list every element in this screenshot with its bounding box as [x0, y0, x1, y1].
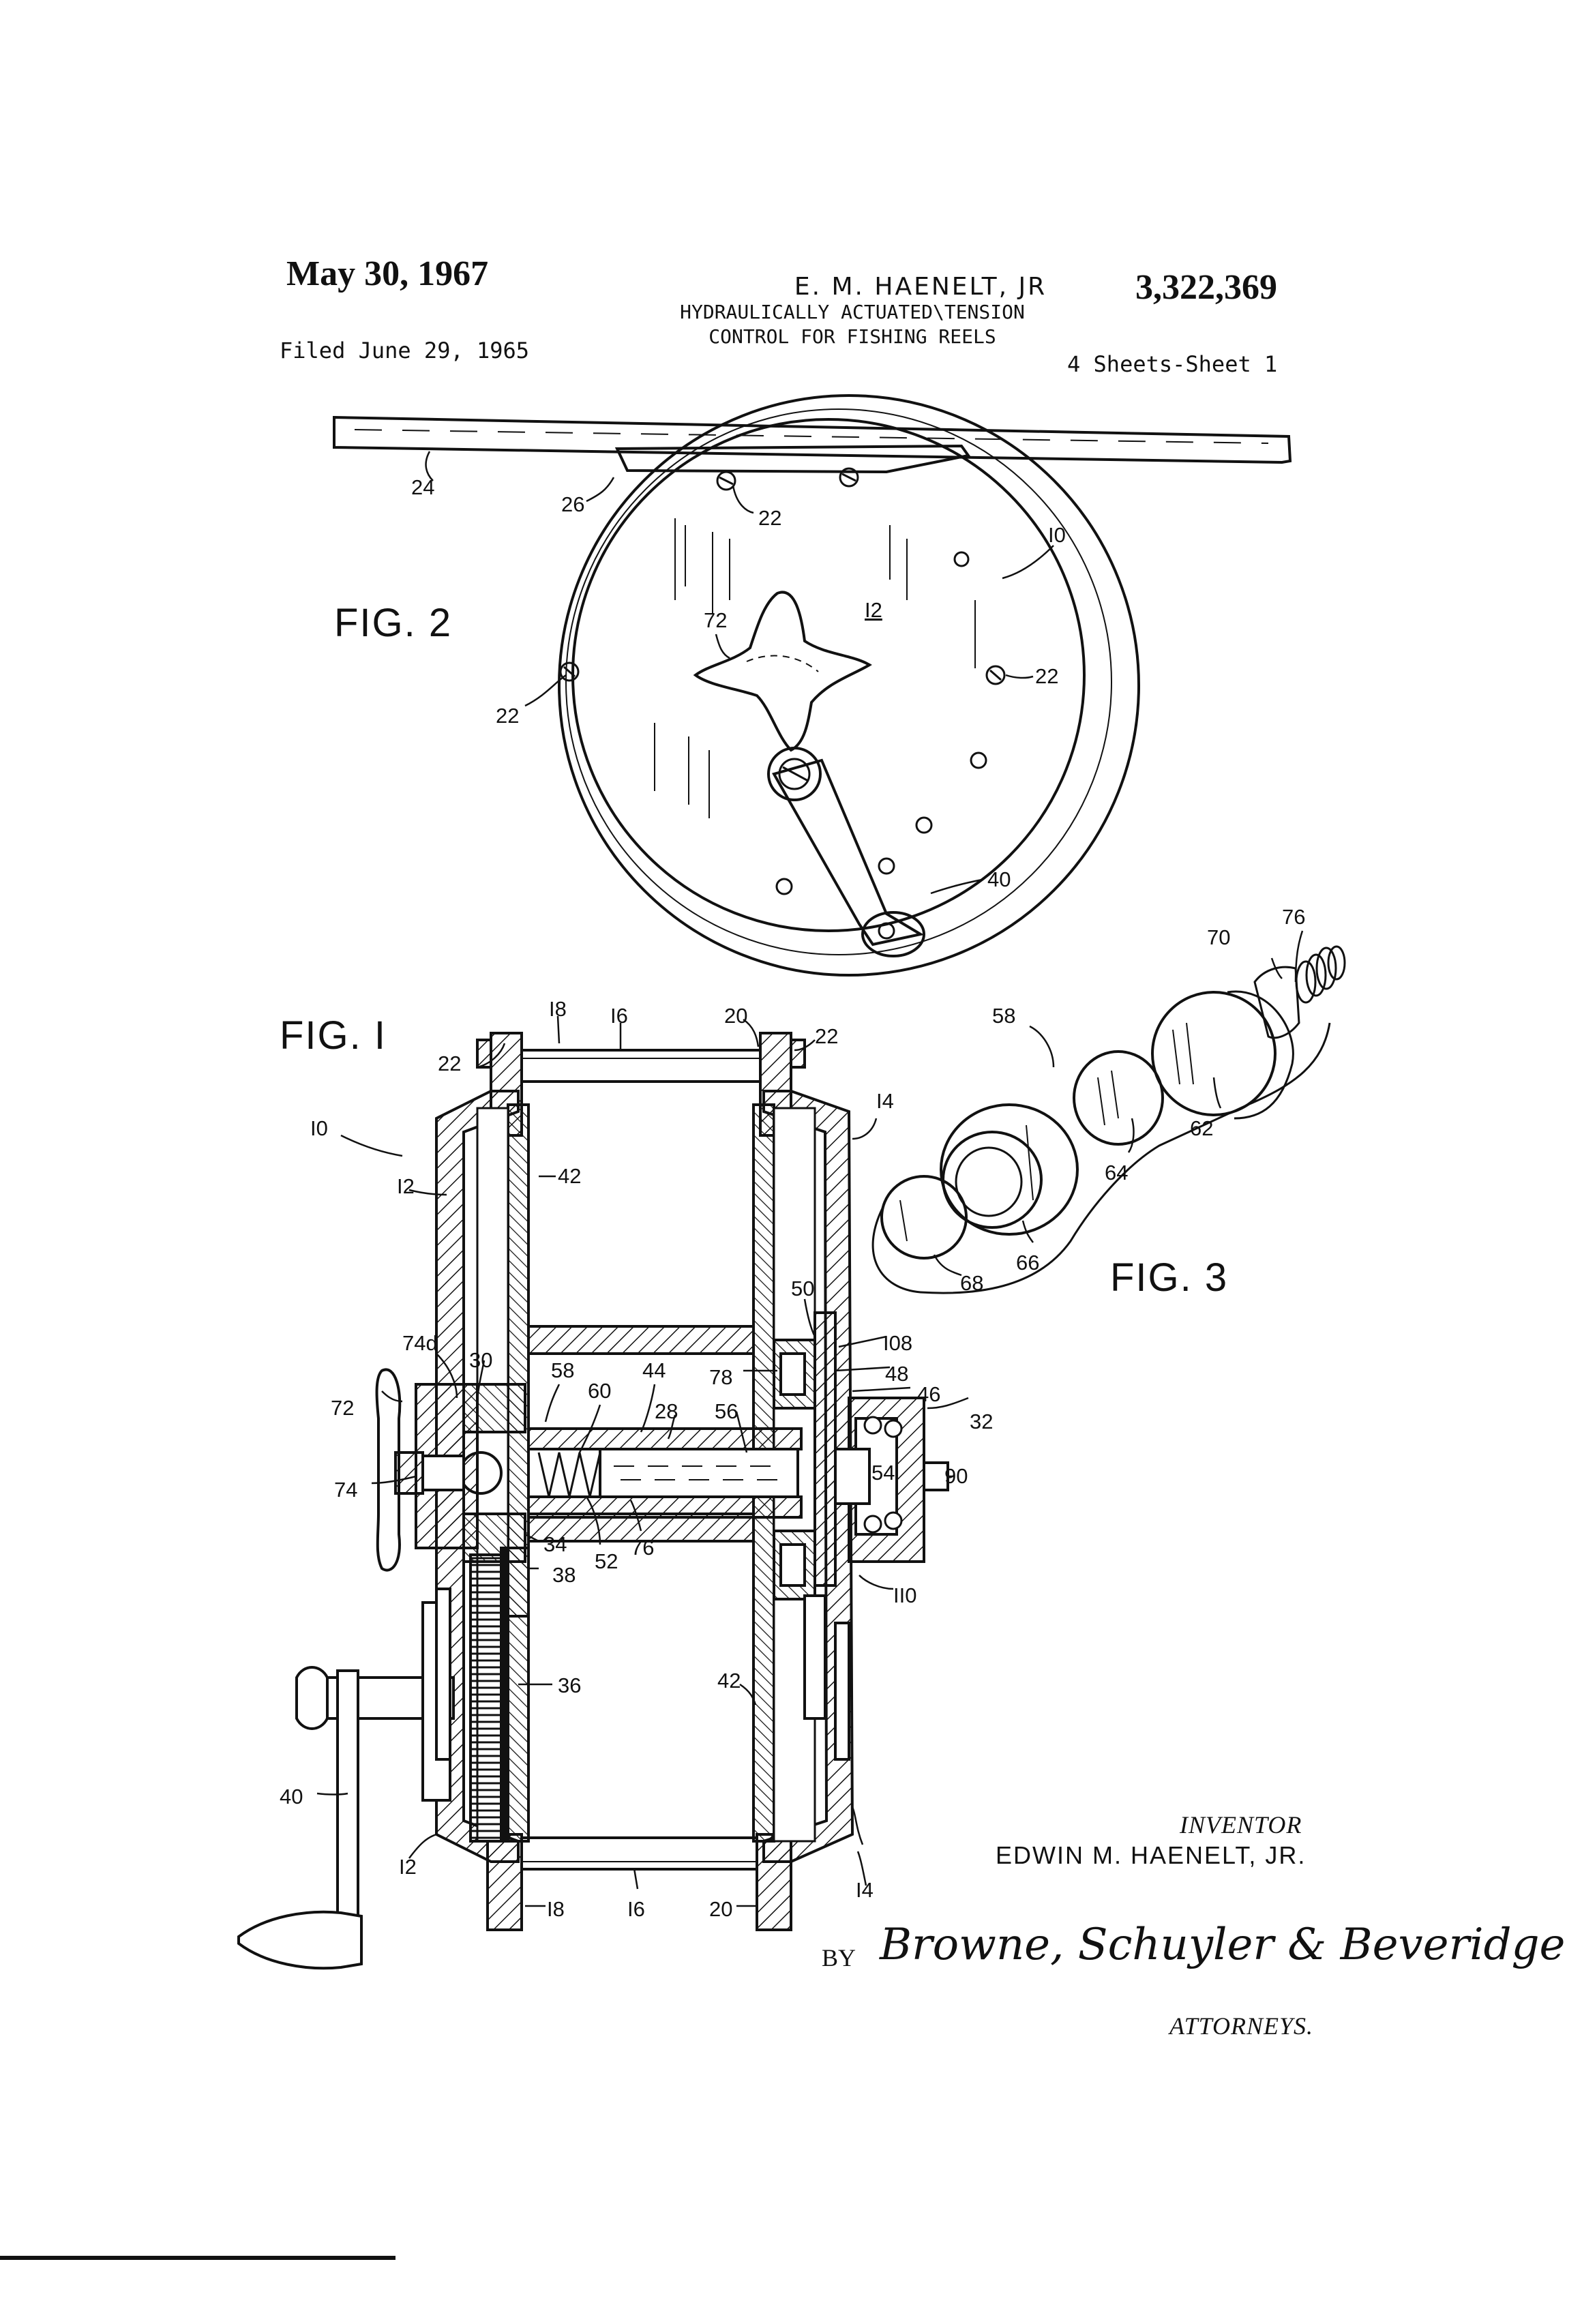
ref-20-bottom: 20 — [709, 1897, 732, 1921]
ref-56: 56 — [715, 1399, 738, 1423]
ref-58-fig1: 58 — [551, 1358, 574, 1382]
crank-40 — [239, 1603, 453, 1968]
ref-66: 66 — [1016, 1251, 1039, 1275]
ref-70: 70 — [1207, 925, 1230, 949]
part-62 — [1152, 992, 1275, 1115]
ref-58-fig3: 58 — [992, 1004, 1015, 1028]
fig3-drawing — [873, 931, 1345, 1293]
attorneys-label: ATTORNEYS. — [1169, 2012, 1313, 2040]
ref-74d: 74d — [402, 1331, 438, 1355]
ref-76-fig1: 76 — [631, 1536, 654, 1560]
ref-22-fig1-left: 22 — [438, 1052, 461, 1075]
ref-52: 52 — [595, 1549, 618, 1573]
crank-knob-fig1 — [239, 1912, 361, 1968]
ref-36: 36 — [558, 1673, 581, 1697]
reel-screws — [561, 468, 1004, 894]
ref-108: I08 — [883, 1331, 912, 1355]
inventor-name: EDWIN M. HAENELT, JR. — [996, 1841, 1306, 1870]
pillar-18-bottom — [488, 1834, 522, 1930]
fig3-label: FIG. 3 — [1110, 1255, 1228, 1300]
ref-30: 30 — [469, 1348, 492, 1372]
ref-18-top: I8 — [549, 997, 567, 1021]
ref-32: 32 — [970, 1410, 993, 1433]
ref-90: 90 — [944, 1464, 968, 1488]
ref-14-top: I4 — [876, 1089, 894, 1113]
ref-40-fig2: 40 — [987, 867, 1011, 891]
ref-24: 24 — [411, 475, 434, 499]
ref-50: 50 — [791, 1277, 814, 1300]
ref-28: 28 — [655, 1399, 678, 1423]
attorney-signature: Browne, Schuyler & Beveridge — [880, 1920, 1565, 1970]
ref-42-bottom: 42 — [717, 1669, 741, 1693]
ref-16-bottom: I6 — [627, 1897, 645, 1921]
ref-26: 26 — [561, 492, 584, 516]
ref-62: 62 — [1190, 1116, 1213, 1140]
ref-18-bottom: I8 — [547, 1897, 565, 1921]
spring-76 — [1296, 947, 1345, 1002]
ref-54: 54 — [871, 1461, 895, 1485]
ref-42-top: 42 — [558, 1164, 581, 1188]
piston-54 — [835, 1449, 869, 1504]
ref-78: 78 — [709, 1365, 732, 1389]
ref-46: 46 — [917, 1382, 940, 1406]
ref-74: 74 — [334, 1478, 357, 1502]
ref-110: II0 — [893, 1583, 916, 1607]
spring-60 — [539, 1452, 600, 1497]
part-66 — [941, 1105, 1077, 1234]
ref-16-top: I6 — [610, 1004, 628, 1028]
ref-68: 68 — [960, 1271, 983, 1295]
ref-72-fig1: 72 — [331, 1396, 354, 1420]
drag-plate-46 — [815, 1313, 835, 1585]
ref-64: 64 — [1105, 1161, 1128, 1185]
ref-40-fig1: 40 — [280, 1785, 303, 1808]
ref-34: 34 — [543, 1532, 567, 1556]
part-70 — [1255, 967, 1299, 1038]
ref-44: 44 — [642, 1358, 666, 1382]
pillar-20-bottom — [757, 1834, 791, 1930]
ref-14-bottom: I4 — [856, 1878, 874, 1902]
part-68 — [882, 1176, 966, 1258]
ref-38: 38 — [552, 1563, 576, 1587]
ref-72-fig2: 72 — [704, 608, 727, 632]
ref-22-top: 22 — [758, 506, 781, 530]
ref-22-right: 22 — [1035, 664, 1058, 688]
fishing-rod — [334, 417, 1290, 462]
ref-20-top: 20 — [724, 1004, 747, 1028]
part-64 — [1074, 1052, 1163, 1144]
ref-10-fig2: I0 — [1048, 523, 1066, 547]
fig2-drawing — [334, 396, 1290, 975]
ref-12-fig1-bottom: I2 — [399, 1855, 417, 1879]
fig2-label: FIG. 2 — [334, 600, 452, 646]
ref-48: 48 — [885, 1362, 908, 1386]
fluid-chamber-56 — [600, 1449, 798, 1497]
by-label: BY — [822, 1943, 856, 1972]
spool-core-44 — [528, 1326, 753, 1354]
ref-22-fig1-right: 22 — [815, 1024, 838, 1048]
inventor-heading: INVENTOR — [1180, 1811, 1302, 1839]
pinion-38 — [508, 1548, 528, 1616]
scan-edge-bar — [0, 2256, 395, 2260]
ref-22-left: 22 — [496, 704, 519, 728]
gear-36 — [471, 1555, 501, 1841]
shaft-74 — [423, 1456, 464, 1490]
ref-10-fig1: I0 — [310, 1116, 328, 1140]
pillar-16-top — [522, 1050, 760, 1082]
hub-tube-28 — [528, 1429, 801, 1449]
spool-flange-left — [508, 1105, 528, 1841]
ref-76-fig3: 76 — [1282, 905, 1305, 929]
ref-12-fig2: I2 — [865, 598, 882, 622]
fig1-label: FIG. I — [280, 1013, 387, 1058]
ref-12-fig1-top: I2 — [397, 1174, 415, 1198]
ref-60: 60 — [588, 1379, 611, 1403]
